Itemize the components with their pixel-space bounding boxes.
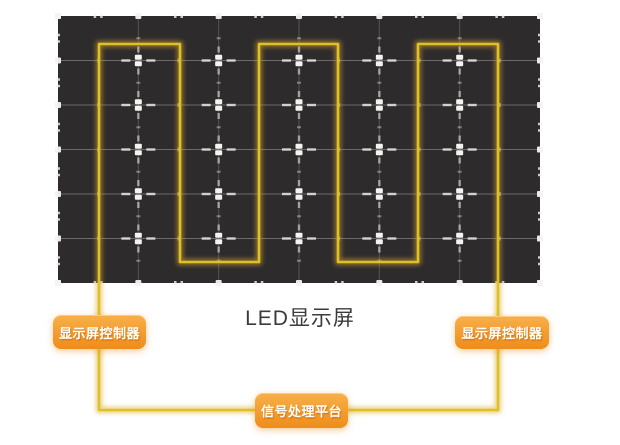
panel-grid-group (55, 13, 543, 286)
controller-badge-left: 显示屏控制器 (53, 315, 146, 349)
signal-platform-badge: 信号处理平台 (255, 393, 348, 428)
cable-path (97, 42, 500, 412)
cable-group (95, 40, 502, 414)
led-screen-label: LED显示屏 (245, 307, 355, 330)
controller-badge-right: 显示屏控制器 (455, 316, 549, 349)
